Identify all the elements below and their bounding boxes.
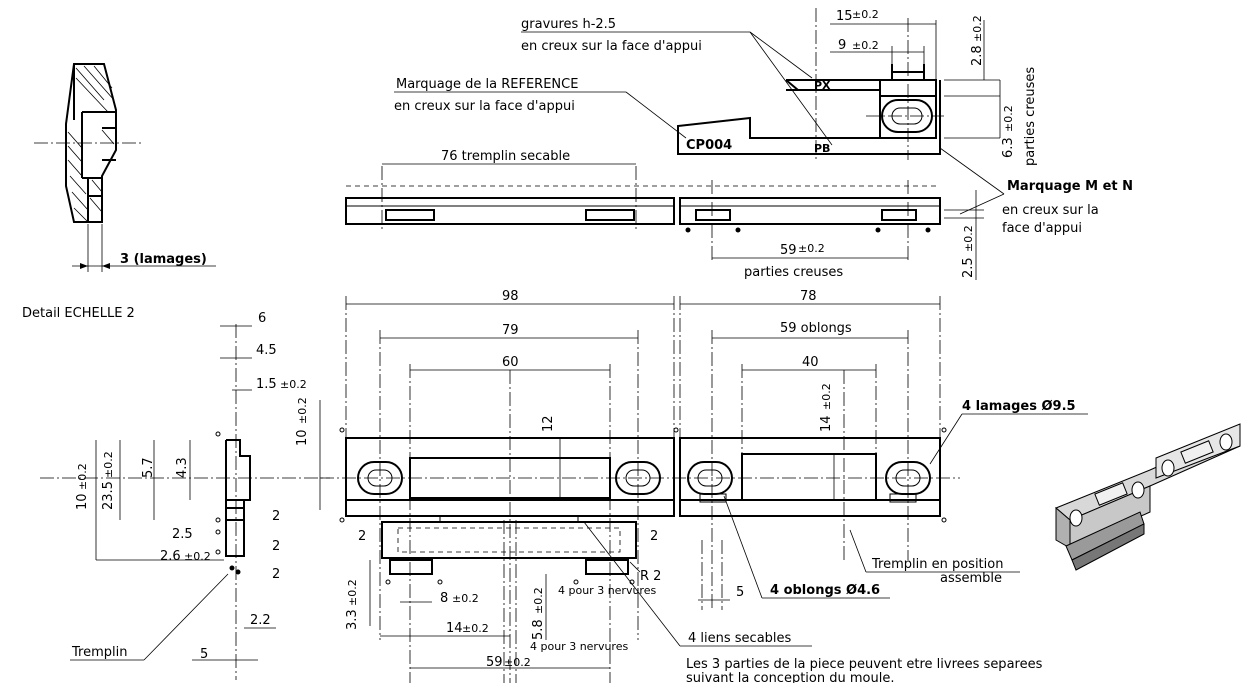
dim-2-6: 2.6 xyxy=(160,549,181,564)
pb-label: PB xyxy=(814,142,830,155)
dim-2-left: 2 xyxy=(358,529,366,544)
counterbores-dim-label: 3 (lamages) xyxy=(120,252,207,267)
left-side-view: 6 4.5 1.5 ±0.2 10 ±0.2 10 ±0.2 23.5 ±0.2… xyxy=(40,311,330,680)
dim-6-3-note: parties creuses xyxy=(1023,67,1038,166)
dim-9: 9 xyxy=(838,38,846,53)
dim-59-oblongs: 59 oblongs xyxy=(780,321,852,336)
dim-2-side-a: 2 xyxy=(272,509,280,524)
dim-2-side-c: 2 xyxy=(272,567,280,582)
r2-label: R 2 xyxy=(640,569,661,584)
dim-2-8-tol: ±0.2 xyxy=(971,15,984,42)
dim-10-left: 10 xyxy=(75,493,90,510)
dim-2-5-top-tol: ±0.2 xyxy=(962,225,975,252)
dim-23-5: 23.5 xyxy=(101,481,116,510)
dim-40: 40 xyxy=(802,355,819,370)
nervures-note: 4 pour 3 nervures xyxy=(558,584,656,597)
dim-5-main: 5 xyxy=(736,585,744,600)
dim-2-6-tol: ±0.2 xyxy=(184,550,211,563)
dim-59-top: 59 xyxy=(780,243,797,258)
detail-scale-label: Detail ECHELLE 2 xyxy=(22,306,135,321)
main-front-view: 98 79 60 78 59 oblongs 40 12 14 ±0.2 4 l… xyxy=(320,289,1088,683)
tremplin-position-1: Tremplin en position xyxy=(871,557,1003,572)
dim-5-8: 5.8 xyxy=(531,619,546,640)
hole-markers xyxy=(215,427,947,585)
dim-2-2: 2.2 xyxy=(250,613,271,628)
dim-4-3: 4.3 xyxy=(175,457,190,478)
dim-1-5: 1.5 xyxy=(256,377,277,392)
mn-marking-note-1: Marquage M et N xyxy=(1007,179,1133,194)
counterbores-note: 4 lamages Ø9.5 xyxy=(962,399,1076,414)
px-label: PX xyxy=(814,79,831,92)
dim-6: 6 xyxy=(258,311,266,326)
dim-4-5: 4.5 xyxy=(256,343,277,358)
dim-5-side: 5 xyxy=(200,647,208,662)
dim-12: 12 xyxy=(541,415,556,432)
dim-10-right-tol: ±0.2 xyxy=(296,397,309,424)
dim-5-7: 5.7 xyxy=(141,457,156,478)
dim-2-8: 2.8 xyxy=(970,45,985,66)
top-right-view: gravures h-2.5 en creux sur la face d'ap… xyxy=(394,8,1038,166)
tremplin-position-2: assemble xyxy=(940,571,1002,586)
dim-6-3-tol: ±0.2 xyxy=(1002,105,1015,132)
dim-59-top-tol: ±0.2 xyxy=(798,242,825,255)
dim-78: 78 xyxy=(800,289,817,304)
dim-2-right: 2 xyxy=(650,529,658,544)
dim-2-side-b: 2 xyxy=(272,539,280,554)
dim-14: 14 xyxy=(819,415,834,432)
dim-14-bottom: 14 xyxy=(446,621,463,636)
dim-10-right: 10 xyxy=(295,429,310,446)
dim-59-top-note: parties creuses xyxy=(744,265,843,280)
engraving-note-1: gravures h-2.5 xyxy=(521,17,616,32)
oblongs-note: 4 oblongs Ø4.6 xyxy=(770,583,880,598)
dim-3-3: 3.3 xyxy=(345,609,360,630)
dim-9-tol: ±0.2 xyxy=(852,39,879,52)
dim-1-5-tol: ±0.2 xyxy=(280,378,307,391)
dim-2-5-side: 2.5 xyxy=(172,527,193,542)
dim-2-5-top: 2.5 xyxy=(961,257,976,278)
tremplin-label: Tremplin xyxy=(71,645,127,660)
dim-60: 60 xyxy=(502,355,519,370)
footnote-1: Les 3 parties de la piece peuvent etre l… xyxy=(686,657,1043,672)
dim-6-3: 6.3 xyxy=(1001,137,1016,158)
dim-79: 79 xyxy=(502,323,519,338)
mn-marking-note-3: face d'appui xyxy=(1002,221,1082,236)
dim-59-bottom-tol: ±0.2 xyxy=(504,656,531,669)
dim-76-tremplin: 76 tremplin secable xyxy=(441,149,570,164)
dim-59-bottom: 59 xyxy=(486,655,503,670)
top-strip-view: 76 tremplin secable 59 ±0.2 parties creu… xyxy=(345,147,1133,280)
dim-14-tol: ±0.2 xyxy=(820,383,833,410)
footnote-2: suivant la conception du moule. xyxy=(686,671,894,683)
dim-15-tol: ±0.2 xyxy=(852,8,879,21)
dim-10-left-tol: ±0.2 xyxy=(76,463,89,490)
dim-15: 15 xyxy=(836,9,853,24)
ref-marking-note-2: en creux sur la face d'appui xyxy=(394,99,575,114)
dim-14-bottom-tol: ±0.2 xyxy=(462,622,489,635)
dim-8: 8 xyxy=(440,591,448,606)
dim-8-tol: ±0.2 xyxy=(452,592,479,605)
dim-3-3-tol: ±0.2 xyxy=(346,579,359,606)
nervures-note-2: 4 pour 3 nervures xyxy=(530,640,628,653)
dim-23-5-tol: ±0.2 xyxy=(102,451,115,478)
part-ref-label: CP004 xyxy=(686,138,732,153)
dim-98: 98 xyxy=(502,289,519,304)
ref-marking-note-1: Marquage de la REFERENCE xyxy=(396,77,578,92)
links-note: 4 liens secables xyxy=(688,631,792,646)
mn-marking-note-2: en creux sur la xyxy=(1002,203,1099,218)
detail-section-view: 3 (lamages) Detail ECHELLE 2 xyxy=(22,63,216,321)
isometric-preview xyxy=(1055,423,1241,571)
dim-5-8-tol: ±0.2 xyxy=(532,587,545,614)
engraving-note-2: en creux sur la face d'appui xyxy=(521,39,702,54)
